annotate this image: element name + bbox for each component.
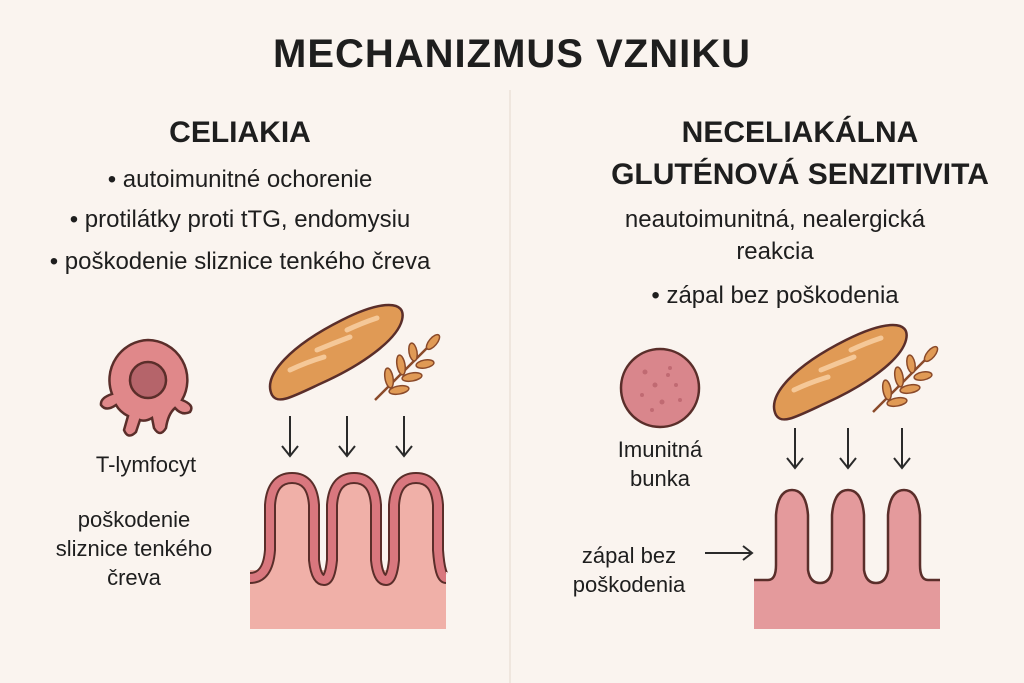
damaged-villi-icon (249, 472, 449, 629)
immune-cell-icon (619, 347, 701, 429)
ncgs-heading-line2: GLUTÉNOVÁ SENZITIVITA (611, 158, 989, 191)
column-divider (509, 90, 511, 683)
ncgs-bullet: • zápal bez poškodenia (651, 282, 899, 309)
inflammation-label-line: poškodenia (572, 572, 686, 597)
celiakia-bullet: • poškodenie sliznice tenkého čreva (49, 248, 431, 275)
celiakia-heading: CELIAKIA (169, 116, 311, 149)
damage-label-line: poškodenie (77, 507, 191, 532)
damage-label: poškodenie sliznice tenkého čreva (56, 505, 213, 592)
arrow-down-icon (281, 415, 299, 457)
inflamed-villi-icon (754, 488, 940, 629)
arrow-right-icon (705, 545, 754, 561)
ncgs-heading-line1: NECELIAKÁLNA (681, 116, 919, 149)
ncgs-description: reakcia (736, 238, 814, 265)
arrow-down-icon (839, 427, 857, 469)
arrow-down-icon (338, 415, 356, 457)
damage-label-line: sliznice tenkého (55, 536, 213, 561)
ncgs-description: neautoimunitná, nealergická (624, 206, 926, 233)
bread-icon (270, 305, 403, 399)
celiakia-bullet: • protilátky proti tTG, endomysiu (69, 206, 411, 233)
immune-cell-label: Imunitná bunka (618, 435, 702, 493)
arrow-down-icon (786, 427, 804, 469)
t-lymphocyte-label: T-lymfocyt (95, 452, 197, 477)
celiakia-bullet: • autoimunitné ochorenie (107, 166, 373, 193)
immune-cell-label-line: Imunitná (617, 437, 703, 462)
inflammation-label: zápal bez poškodenia (573, 541, 686, 599)
damage-label-line: čreva (107, 565, 161, 590)
inflammation-label-line: zápal bez (581, 543, 677, 568)
t-lymphocyte-icon (99, 338, 193, 437)
immune-cell-label-line: bunka (630, 466, 690, 491)
arrow-down-icon (395, 415, 413, 457)
bread-icon (774, 325, 907, 419)
arrow-down-icon (893, 427, 911, 469)
page-title: MECHANIZMUS VZNIKU (273, 32, 751, 76)
